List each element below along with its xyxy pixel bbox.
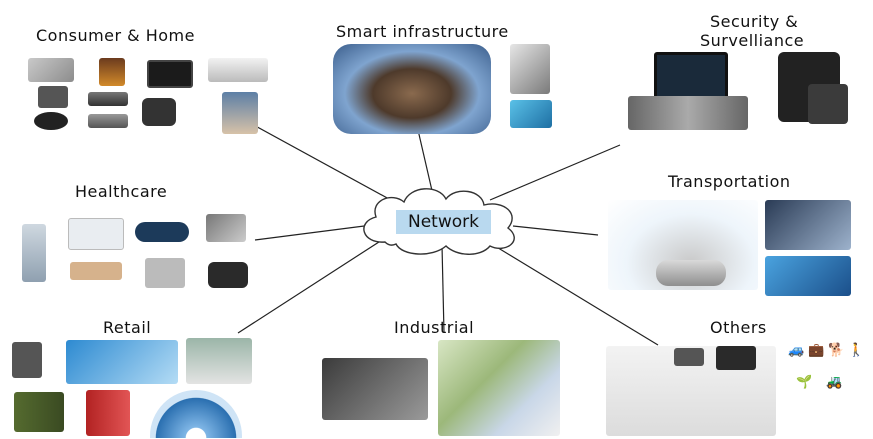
link-industrial <box>441 244 445 334</box>
shoppers-image <box>14 392 64 432</box>
label-smart-infrastructure: Smart infrastructure <box>336 22 509 41</box>
tractor-icon: 🚜 <box>826 375 843 390</box>
control-panel-image <box>510 44 550 94</box>
printer-image <box>28 58 74 82</box>
label-security-line2: Survelliance <box>700 31 805 50</box>
industrial-panels-image <box>322 358 428 420</box>
smartwatch-image <box>142 98 176 126</box>
cctv-cameras-image <box>628 96 748 130</box>
smart-home-image <box>333 44 491 134</box>
network-label: Network <box>396 210 491 234</box>
user-with-phone-image <box>222 92 258 134</box>
monitor-device-image <box>68 218 124 250</box>
driver-dashboard-image <box>765 200 851 250</box>
air-conditioner-image <box>208 58 268 82</box>
label-others: Others <box>710 318 767 337</box>
label-transportation: Transportation <box>668 172 791 191</box>
microwave-image <box>88 92 128 106</box>
link-consumer-home <box>249 122 401 206</box>
store-display-image <box>66 340 178 384</box>
robot-vacuum-image <box>34 112 68 130</box>
link-others <box>489 242 659 346</box>
kiosk-image <box>12 342 42 378</box>
traffic-image <box>765 256 851 296</box>
wrist-sensor-image <box>70 262 122 280</box>
plant-icon: 🌱 <box>796 375 813 390</box>
label-industrial: Industrial <box>394 318 475 337</box>
label-consumer-home: Consumer & Home <box>36 26 195 45</box>
link-transportation <box>512 225 599 236</box>
stove-image <box>88 114 128 128</box>
person-icon: 🚶 <box>848 343 865 358</box>
car-icon: 🚙 <box>788 343 805 358</box>
glucose-meter-image <box>145 258 185 288</box>
link-healthcare <box>254 224 373 241</box>
vending-machines-image <box>86 390 130 436</box>
tv-image <box>147 60 193 88</box>
server-rack-image <box>674 348 704 366</box>
label-retail: Retail <box>103 318 152 337</box>
medical-cart-image <box>22 224 46 282</box>
dog-icon: 🐕 <box>828 343 845 358</box>
pulse-oximeter-image <box>208 262 248 288</box>
tablet-dashboard-image <box>510 100 552 128</box>
link-security <box>489 144 621 201</box>
factory-diagram-image <box>438 340 560 436</box>
label-security-line1: Security & <box>710 12 799 31</box>
label-healthcare: Healthcare <box>75 182 168 201</box>
coffee-machine-image <box>99 58 125 86</box>
tablet-health-image <box>206 214 246 242</box>
washing-machine-image <box>38 86 68 108</box>
briefcase-icon: 💼 <box>808 343 825 358</box>
phones-image <box>808 84 848 124</box>
link-retail <box>237 239 383 334</box>
shop-interior-image <box>186 338 252 384</box>
car-image <box>656 260 726 286</box>
computer-monitor-image <box>716 346 756 370</box>
link-smart-infrastructure <box>417 129 434 196</box>
sensor-band-image <box>135 222 189 242</box>
